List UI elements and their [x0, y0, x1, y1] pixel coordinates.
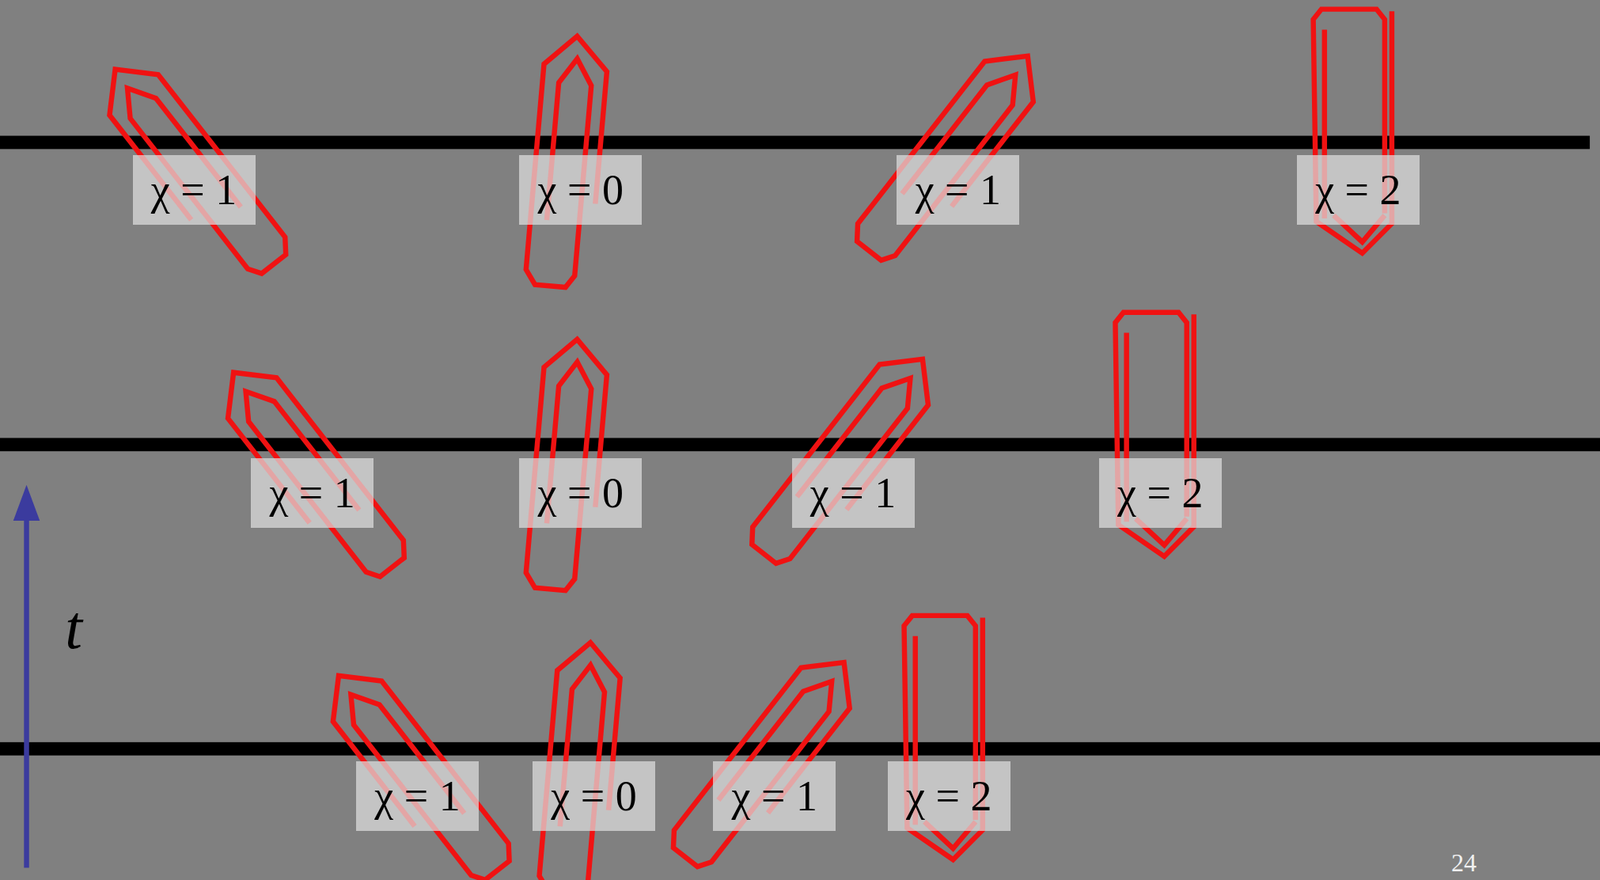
euler-label: χ = 1 — [792, 458, 915, 528]
paperclip — [89, 50, 294, 288]
euler-characteristic: χ = 0 — [550, 774, 637, 818]
paperclip-wire — [743, 340, 948, 577]
paperclip — [538, 640, 623, 880]
time-arrow-head — [13, 485, 41, 521]
euler-label: χ = 0 — [519, 155, 642, 225]
euler-characteristic: χ = 1 — [915, 168, 1001, 212]
euler-label: χ = 2 — [887, 761, 1011, 831]
euler-label: χ = 2 — [1296, 155, 1420, 225]
euler-label: χ = 1 — [712, 761, 836, 831]
euler-characteristic: χ = 2 — [1315, 168, 1401, 212]
paperclip — [849, 37, 1054, 274]
paperclip-wire — [312, 656, 517, 880]
euler-characteristic: χ = 1 — [731, 774, 818, 818]
euler-characteristic: χ = 2 — [906, 774, 992, 818]
euler-label: χ = 0 — [532, 761, 656, 831]
time-axis-label: t — [64, 596, 83, 659]
euler-label: χ = 2 — [1099, 458, 1222, 528]
euler-characteristic: χ = 1 — [810, 471, 896, 515]
euler-characteristic: χ = 1 — [269, 471, 355, 515]
paperclip-wire — [208, 353, 413, 591]
euler-characteristic: χ = 1 — [374, 774, 460, 818]
euler-label: χ = 1 — [250, 458, 374, 528]
euler-characteristic: χ = 0 — [538, 471, 624, 515]
paperclip — [208, 353, 413, 591]
time-arrow — [23, 515, 29, 868]
time-slice-line — [0, 437, 1600, 452]
paperclip — [312, 656, 517, 880]
paperclip-wire — [89, 50, 294, 288]
euler-characteristic: χ = 1 — [151, 168, 237, 212]
paperclip-wire — [849, 37, 1054, 274]
time-slice-line — [0, 136, 1590, 150]
euler-characteristic: χ = 0 — [538, 168, 624, 212]
paperclip — [743, 340, 948, 577]
euler-characteristic: χ = 2 — [1117, 471, 1203, 515]
euler-label: χ = 1 — [356, 761, 479, 831]
euler-label: χ = 1 — [896, 155, 1020, 225]
paperclip-wire — [538, 640, 623, 880]
paperclip-wire — [665, 643, 870, 880]
paperclip — [665, 643, 870, 880]
euler-label: χ = 0 — [519, 458, 642, 528]
euler-label: χ = 1 — [132, 155, 256, 225]
page-number: 24 — [1451, 849, 1477, 876]
